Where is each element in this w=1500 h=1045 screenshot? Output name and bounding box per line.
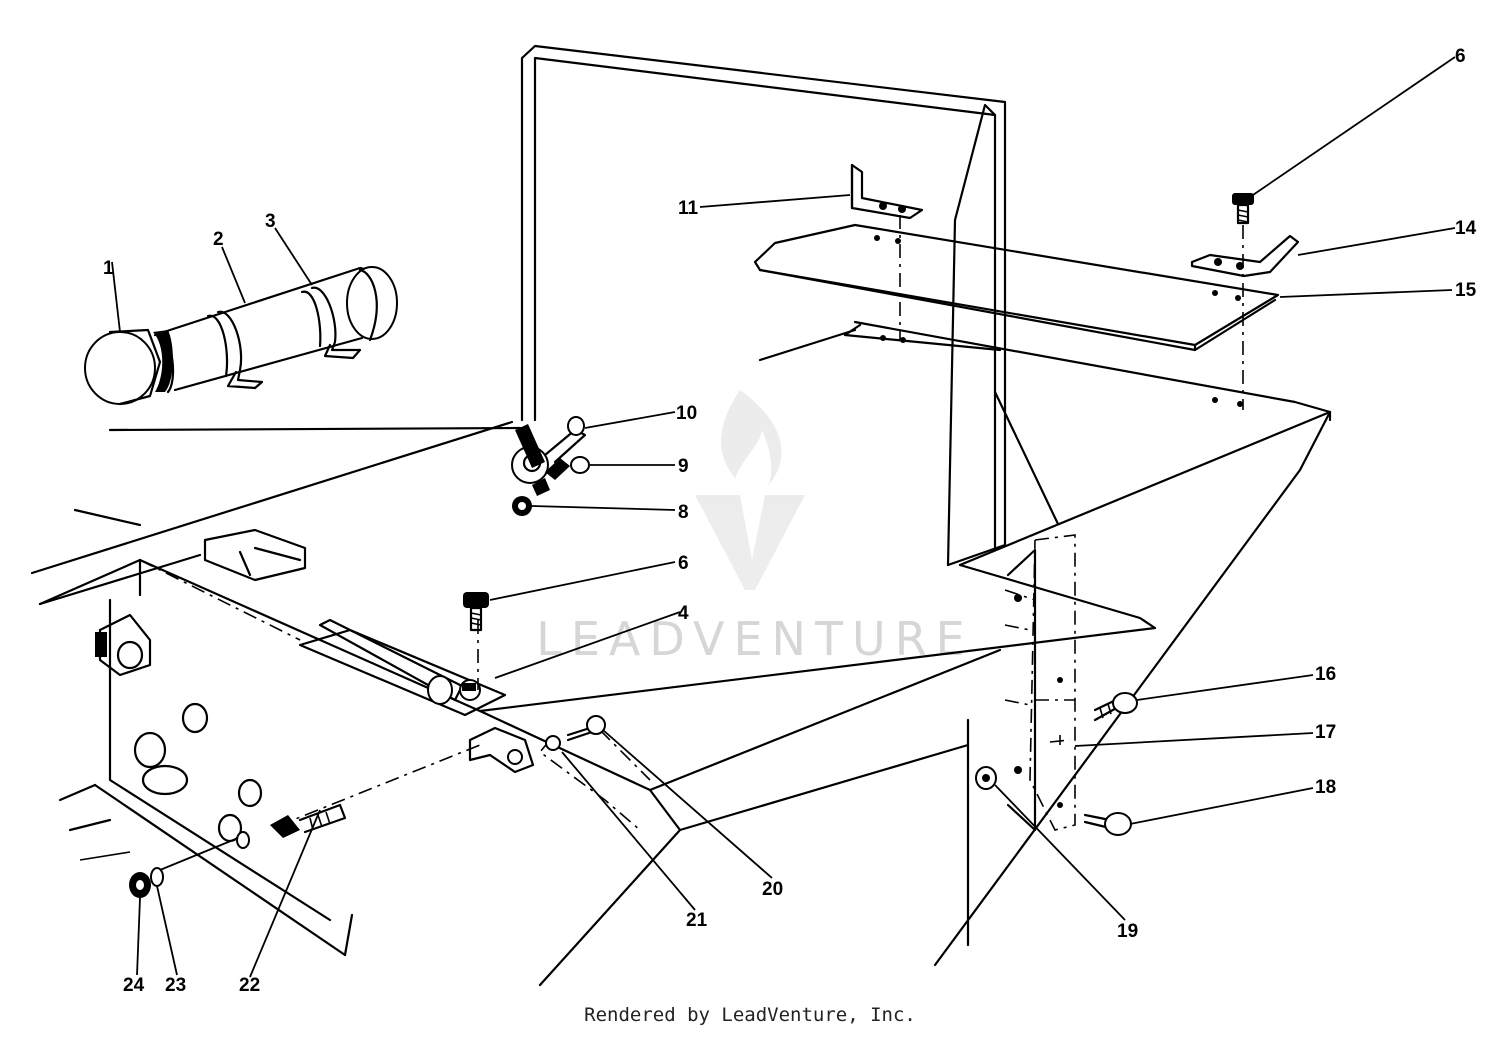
callout-19: 19 xyxy=(1117,921,1138,942)
watermark-text: LEADVENTURE xyxy=(536,612,974,666)
switch-assembly xyxy=(511,416,590,516)
nut-24-washer-23 xyxy=(129,831,250,898)
bolt-16 xyxy=(1093,692,1138,722)
bolt-6-top xyxy=(1232,193,1254,225)
frame-body xyxy=(30,320,1332,987)
nut-19 xyxy=(975,766,997,790)
render-credit: Rendered by LeadVenture, Inc. xyxy=(584,1004,916,1026)
callout-22: 22 xyxy=(239,975,260,996)
callout-18: 18 xyxy=(1315,777,1336,798)
bolt-6-lower xyxy=(463,592,489,632)
callout-1: 1 xyxy=(103,258,114,279)
callout-8: 8 xyxy=(678,502,689,523)
leader-lines xyxy=(111,56,1456,978)
callout-14: 14 xyxy=(1455,218,1477,239)
canister-assembly xyxy=(84,266,398,406)
watermark-logo xyxy=(695,390,805,590)
callout-16: 16 xyxy=(1315,664,1336,685)
assembly-centerlines xyxy=(139,215,1244,831)
callout-labels: 1 2 3 4 6 6 8 9 10 11 14 15 16 17 18 19 … xyxy=(103,46,1477,996)
callout-6-lower: 6 xyxy=(678,553,689,574)
callout-24: 24 xyxy=(123,975,145,996)
callout-6-top: 6 xyxy=(1455,46,1466,67)
bracket-14 xyxy=(1190,234,1300,278)
callout-3: 3 xyxy=(265,211,276,232)
callout-21: 21 xyxy=(686,910,708,931)
latch-bracket xyxy=(270,715,606,838)
bolt-18 xyxy=(1083,812,1132,836)
callout-9: 9 xyxy=(678,456,689,477)
seat-plate xyxy=(753,223,1280,407)
bracket-11 xyxy=(850,163,924,220)
callout-4: 4 xyxy=(678,603,689,624)
callout-11: 11 xyxy=(678,198,699,219)
callout-10: 10 xyxy=(676,403,697,424)
callout-20: 20 xyxy=(762,879,783,900)
side-plate xyxy=(1006,548,1063,832)
callout-15: 15 xyxy=(1455,280,1477,301)
callout-23: 23 xyxy=(165,975,186,996)
callout-2: 2 xyxy=(213,229,224,250)
seat-back-panel xyxy=(520,44,1007,567)
callout-17: 17 xyxy=(1315,722,1336,743)
